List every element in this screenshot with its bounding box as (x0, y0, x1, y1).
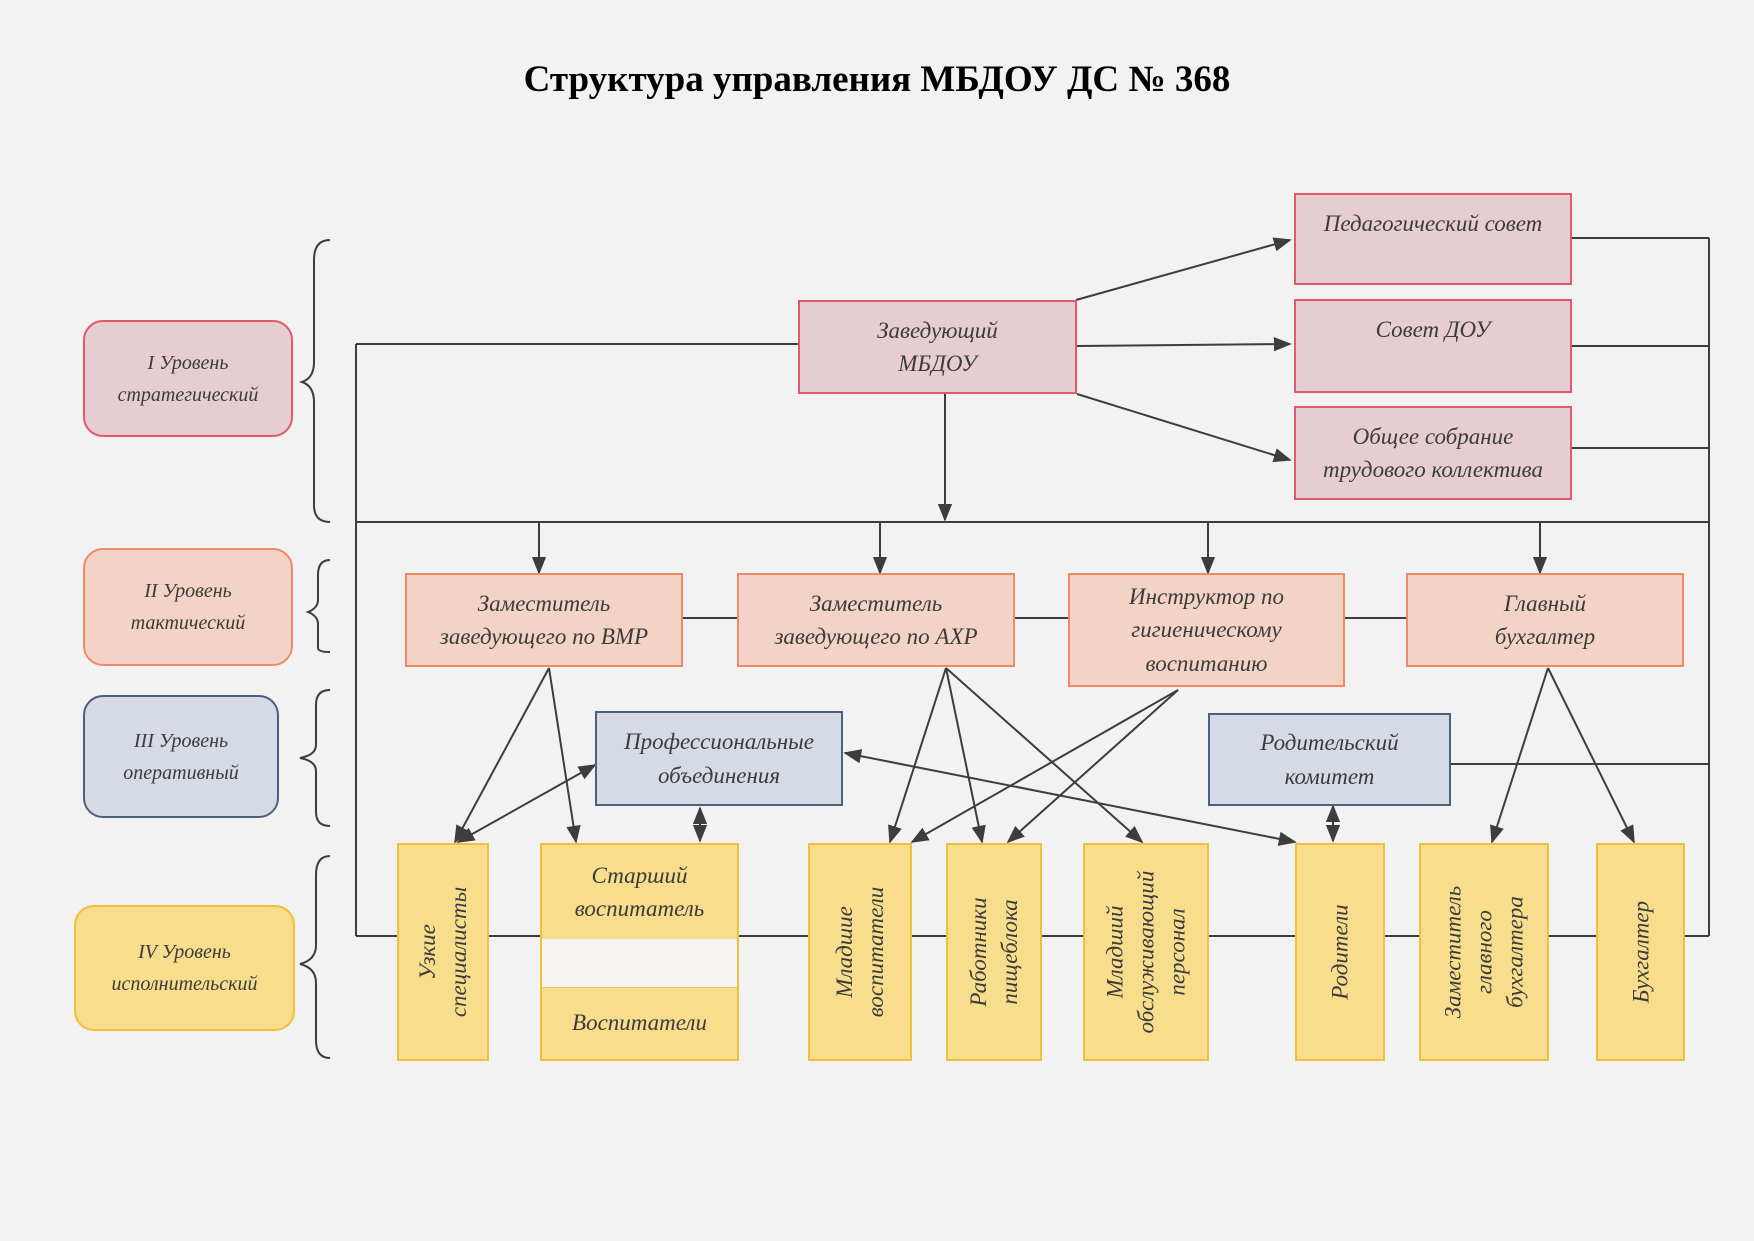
hygiene-instructor-text: Инструктор по гигиеническому воспитанию (1128, 583, 1285, 676)
head-box: Заведующий МБДОУ (798, 300, 1077, 394)
educators-link-gap (542, 939, 737, 988)
parent-committee-box: Родительский комитет (1208, 713, 1451, 806)
hygiene-instructor-box: Инструктор по гигиеническому воспитанию (1068, 573, 1345, 687)
level-4-label: IV Уровень исполнительский (74, 905, 295, 1031)
brace-level-4 (299, 855, 331, 1059)
deputy-vmr-box: Заместитель заведующего по ВМР (405, 573, 683, 667)
educators-cell: Воспитатели (542, 987, 737, 1059)
kitchen-staff-box: Работники пищеблока (946, 843, 1042, 1061)
senior-educator-text: Старший воспитатель (574, 862, 705, 921)
junior-educators-text: Младшие воспитатели (831, 886, 888, 1018)
level-4-text: IV Уровень исполнительский (111, 941, 258, 995)
ped-council-box: Педагогический совет (1294, 193, 1572, 285)
deputy-chief-accountant-box: Заместитель главного бухгалтера (1419, 843, 1549, 1061)
deputy-vmr-text: Заместитель заведующего по ВМР (439, 590, 649, 649)
level-1-text: I Уровень стратегический (117, 351, 259, 406)
dou-council-text: Совет ДОУ (1375, 317, 1491, 342)
general-meeting-box: Общее собрание трудового коллектива (1294, 406, 1572, 500)
deputy-ahr-box: Заместитель заведующего по АХР (737, 573, 1015, 667)
general-meeting-text: Общее собрание трудового коллектива (1322, 423, 1544, 482)
level-3-text: III Уровень оперативный (123, 729, 239, 784)
brace-level-3 (299, 689, 331, 827)
parents-text: Родители (1327, 904, 1353, 1000)
ped-council-text: Педагогический совет (1323, 211, 1543, 236)
level-2-label: II Уровень тактический (83, 548, 293, 666)
specialists-box: Узкие специалисты (397, 843, 489, 1061)
brace-level-2 (305, 559, 331, 653)
deputy-chief-accountant-text: Заместитель главного бухгалтера (1440, 885, 1528, 1019)
educators-group-box: Старший воспитатель Воспитатели (540, 843, 739, 1061)
page-title: Структура управления МБДОУ ДС № 368 (523, 59, 1231, 100)
prof-associations-box: Профессиональные объединения (595, 711, 843, 806)
educators-text: Воспитатели (572, 1010, 707, 1036)
specialists-text: Узкие специалисты (414, 886, 471, 1018)
level-2-text: II Уровень тактический (130, 580, 246, 634)
chief-accountant-box: Главный бухгалтер (1406, 573, 1684, 667)
dou-council-box: Совет ДОУ (1294, 299, 1572, 393)
level-3-label: III Уровень оперативный (83, 695, 279, 818)
brace-level-1 (298, 239, 331, 523)
chief-accountant-text: Главный бухгалтер (1494, 590, 1596, 649)
accountant-box: Бухгалтер (1596, 843, 1685, 1061)
parents-box: Родители (1295, 843, 1385, 1061)
accountant-text: Бухгалтер (1627, 900, 1653, 1004)
parent-committee-text: Родительский комитет (1260, 730, 1399, 789)
deputy-ahr-text: Заместитель заведующего по АХР (774, 590, 978, 649)
service-staff-box: Младший обслуживающий персонал (1083, 843, 1209, 1061)
head-text: Заведующий МБДОУ (877, 317, 998, 376)
junior-educators-box: Младшие воспитатели (808, 843, 912, 1061)
senior-educator-cell: Старший воспитатель (542, 845, 737, 940)
prof-associations-text: Профессиональные объединения (624, 729, 814, 788)
level-1-label: I Уровень стратегический (83, 320, 293, 437)
service-staff-text: Младший обслуживающий персонал (1102, 870, 1190, 1034)
kitchen-staff-text: Работники пищеблока (965, 897, 1022, 1007)
